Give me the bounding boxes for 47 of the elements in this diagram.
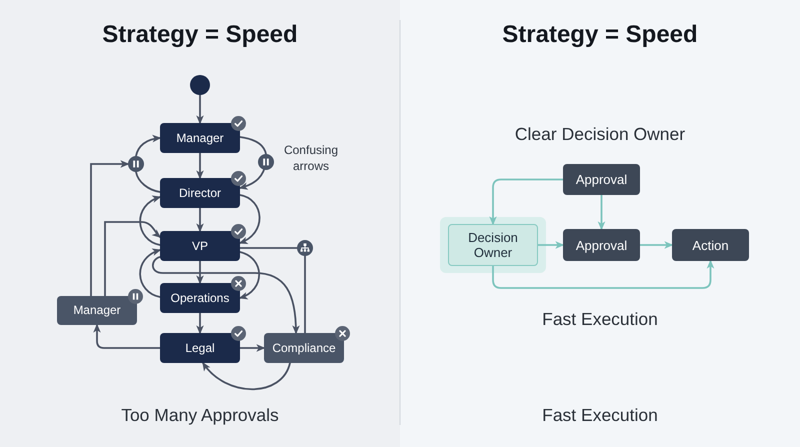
process-box bbox=[672, 229, 749, 261]
arrow bbox=[196, 152, 204, 180]
arrow bbox=[537, 241, 564, 249]
arrow bbox=[90, 160, 130, 297]
connector-line bbox=[239, 247, 298, 249]
panel-title: Strategy = Speed bbox=[501, 20, 699, 50]
node-label: Legal bbox=[185, 340, 215, 356]
arrow bbox=[639, 241, 674, 249]
arrow bbox=[202, 362, 291, 390]
connector-line bbox=[135, 171, 161, 193]
arrow bbox=[104, 221, 161, 297]
node-label: Approval bbox=[576, 172, 628, 187]
connector-line bbox=[304, 255, 306, 334]
arrow bbox=[196, 94, 204, 124]
arrow bbox=[239, 344, 266, 352]
node-label: Compliance bbox=[272, 340, 336, 356]
process-box bbox=[563, 164, 640, 195]
node-label: Manager bbox=[73, 303, 121, 318]
arrow bbox=[135, 135, 162, 157]
node-label: Operations bbox=[170, 290, 230, 306]
arrow bbox=[238, 194, 260, 244]
arrow bbox=[139, 249, 162, 298]
arrow bbox=[196, 260, 204, 284]
arrow bbox=[139, 196, 162, 246]
panel-caption: Fast Execution bbox=[541, 404, 659, 426]
arrow bbox=[489, 178, 564, 226]
arrow bbox=[152, 256, 300, 334]
panel-title: Strategy = Speed bbox=[101, 20, 299, 50]
section-heading: Clear Decision Owner bbox=[514, 123, 686, 145]
arrow bbox=[238, 136, 268, 190]
annotation-text: Confusing arrows bbox=[282, 142, 340, 174]
arrow bbox=[598, 194, 606, 230]
node-label: Approval bbox=[576, 238, 628, 252]
arrow bbox=[238, 251, 260, 299]
arrow bbox=[196, 207, 204, 232]
process-box bbox=[563, 229, 640, 261]
arrow bbox=[492, 260, 714, 289]
panel-caption: Too Many Approvals bbox=[120, 404, 280, 426]
arrow bbox=[196, 312, 204, 334]
node-label: Director bbox=[178, 186, 221, 200]
node-label: Decision Owner bbox=[467, 230, 519, 260]
node-label: VP bbox=[192, 238, 208, 254]
process-box bbox=[448, 224, 538, 266]
node-label: Action bbox=[692, 238, 729, 252]
node-label: Manager bbox=[176, 130, 224, 146]
section-heading: Fast Execution bbox=[541, 308, 659, 330]
arrow bbox=[93, 324, 161, 349]
